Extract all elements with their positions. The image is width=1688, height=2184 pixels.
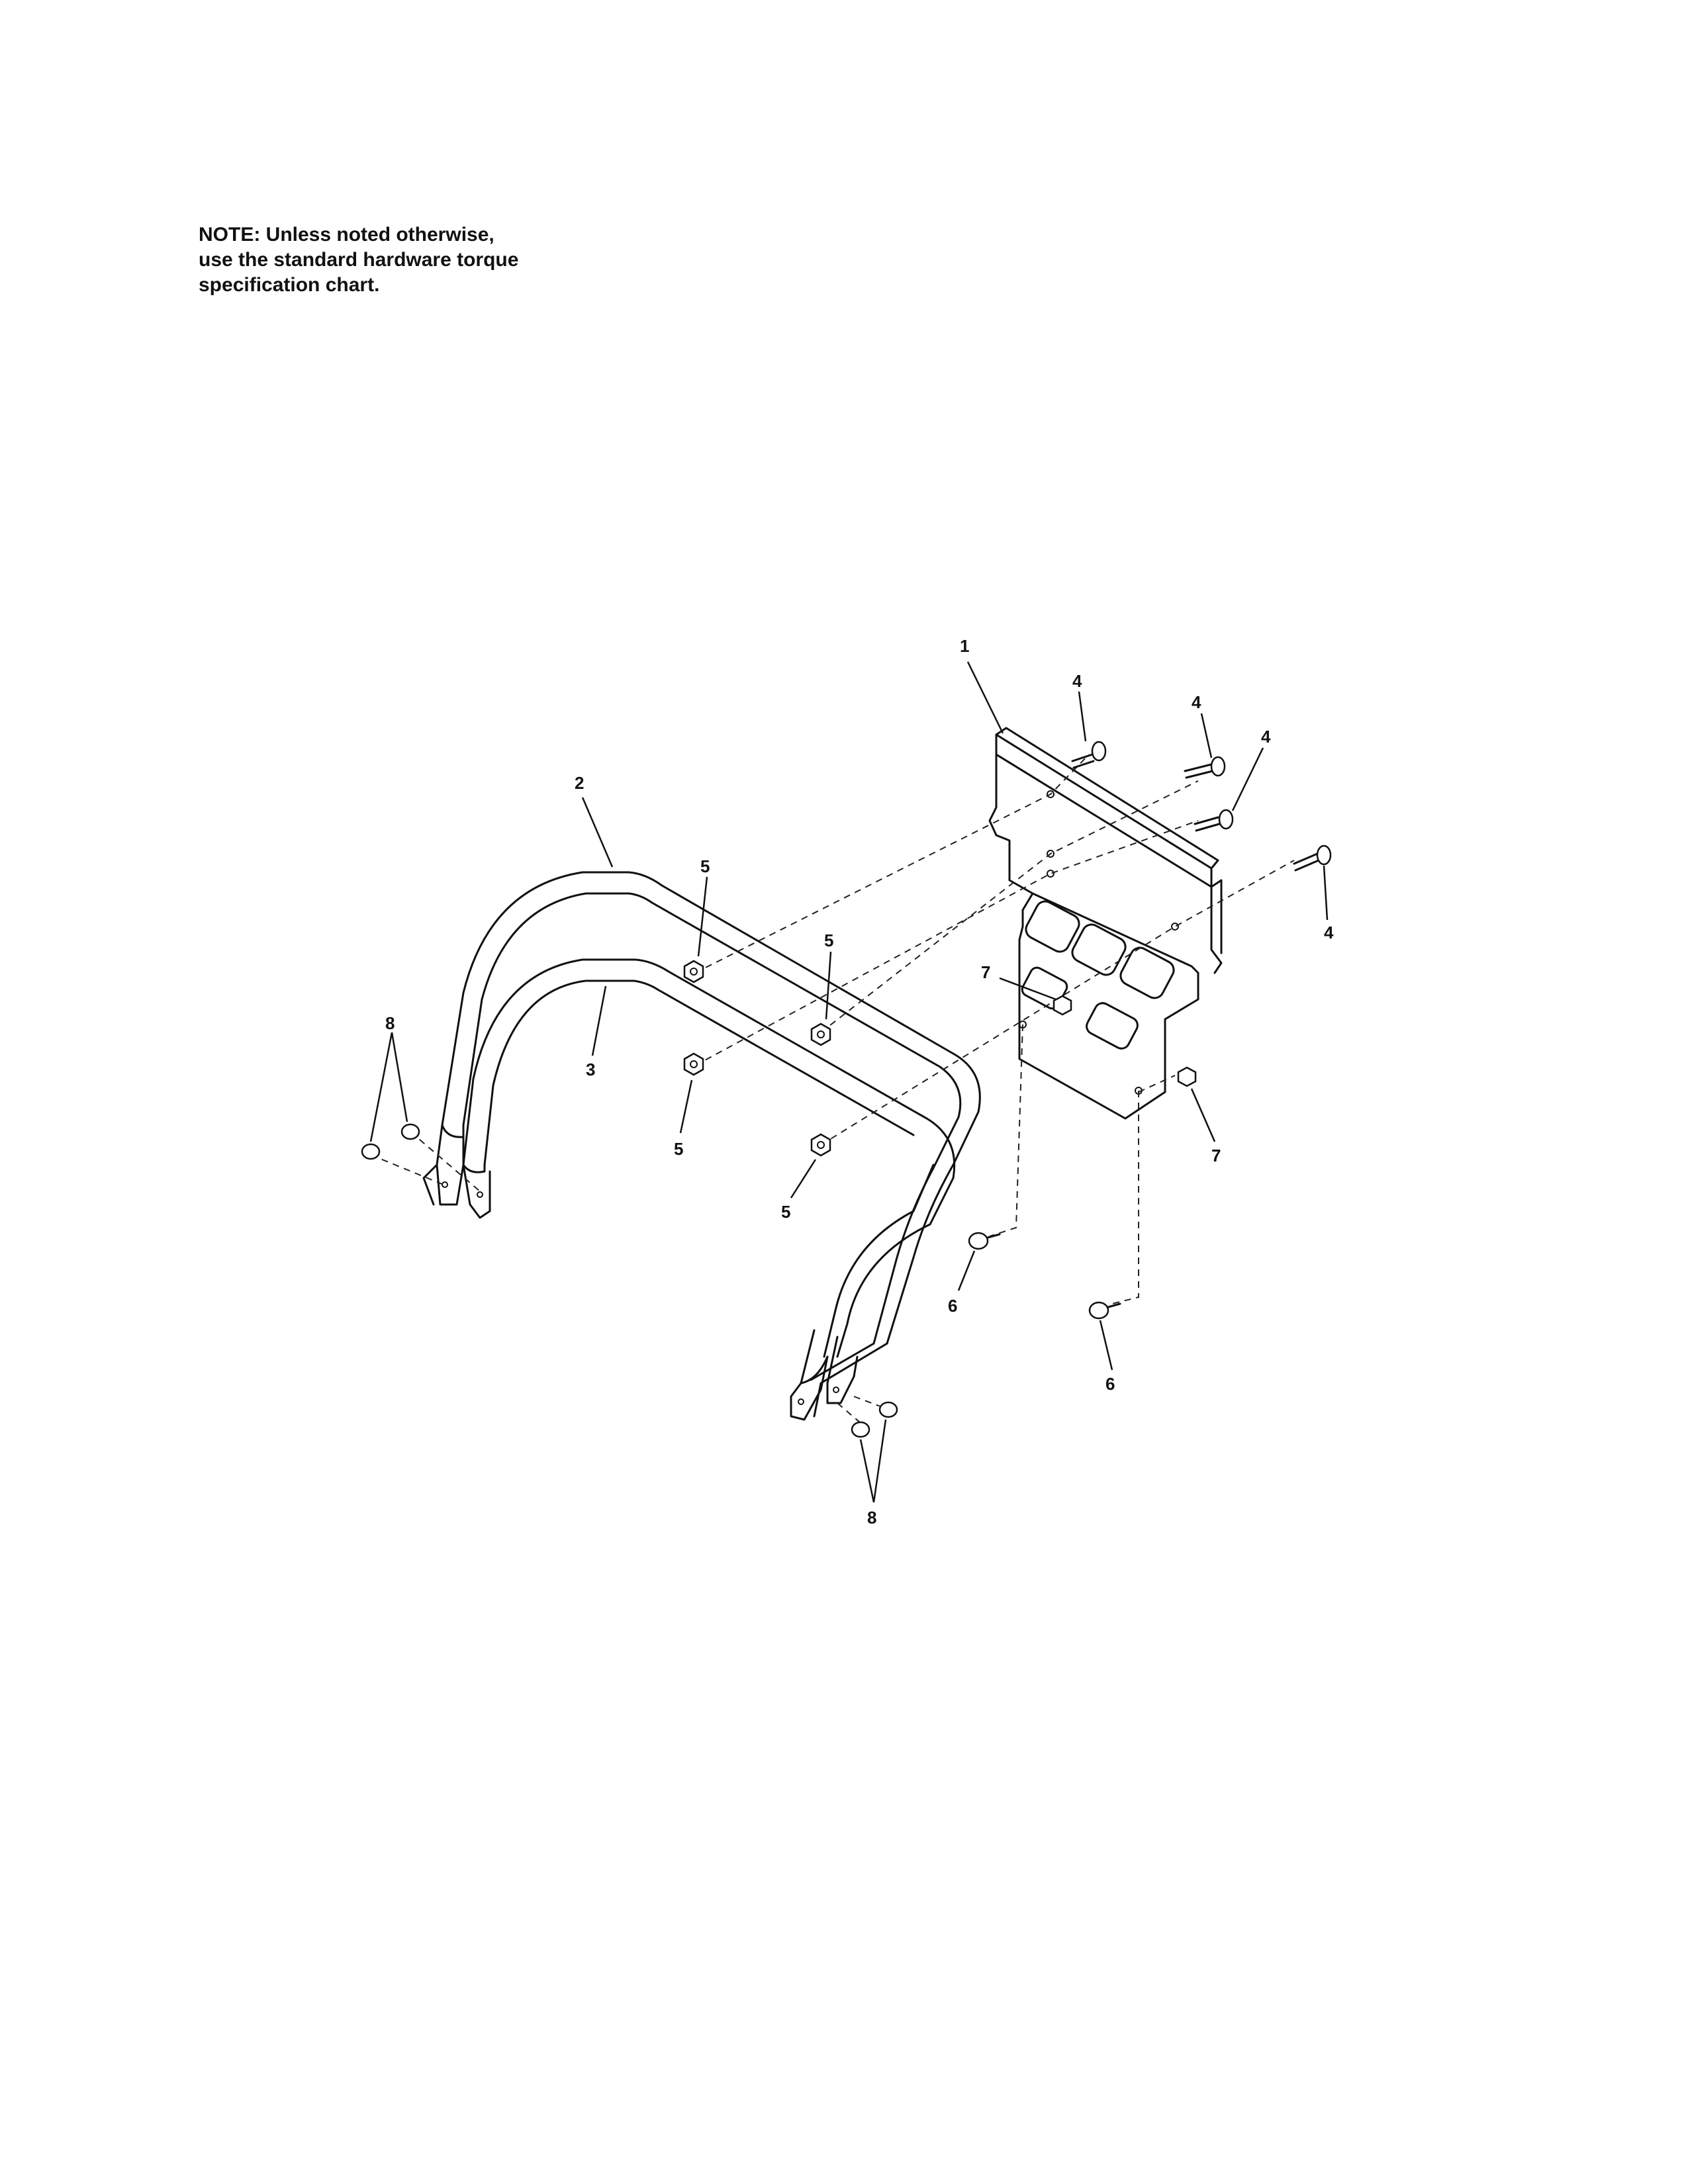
callout-4a: 4 (1072, 671, 1082, 691)
callout-7b: 7 (1211, 1146, 1221, 1165)
callout-5c: 5 (674, 1139, 683, 1159)
callout-labels: 1 2 3 4 4 4 4 5 5 5 5 6 6 7 7 8 8 (385, 636, 1334, 1527)
callout-3: 3 (586, 1060, 595, 1079)
callout-2: 2 (575, 773, 584, 793)
callout-8b: 8 (867, 1508, 876, 1527)
callout-4b: 4 (1192, 692, 1201, 712)
note-line-3: specification chart. (199, 274, 380, 296)
flange-bolt-part-6 (968, 1232, 1121, 1320)
torque-note: NOTE: Unless noted otherwise, use the st… (199, 222, 675, 298)
callout-5a: 5 (700, 856, 710, 876)
bolt-part-8 (361, 1123, 898, 1438)
leader-lines (369, 661, 1329, 1503)
nut-part-5 (683, 960, 831, 1157)
callout-6b: 6 (1105, 1374, 1115, 1394)
callout-4c: 4 (1261, 727, 1271, 747)
callout-8a: 8 (385, 1013, 395, 1033)
callout-7a: 7 (981, 962, 990, 982)
left-tube-ends (422, 1124, 491, 1219)
right-tube-ends (790, 1329, 859, 1421)
mounting-bracket-part-1 (988, 727, 1223, 1120)
callout-1: 1 (960, 636, 969, 656)
bolt-part-4 (1071, 741, 1332, 872)
callout-6a: 6 (948, 1296, 957, 1316)
callout-5d: 5 (781, 1202, 790, 1222)
note-line-2: use the standard hardware torque (199, 249, 519, 271)
callout-5b: 5 (824, 931, 833, 950)
handle-tube-part-2 (441, 871, 981, 1418)
note-line-1: NOTE: Unless noted otherwise, (199, 224, 494, 246)
handle-tube-part-3 (462, 958, 956, 1358)
nut-part-7 (1053, 995, 1197, 1087)
callout-4d: 4 (1324, 923, 1334, 942)
